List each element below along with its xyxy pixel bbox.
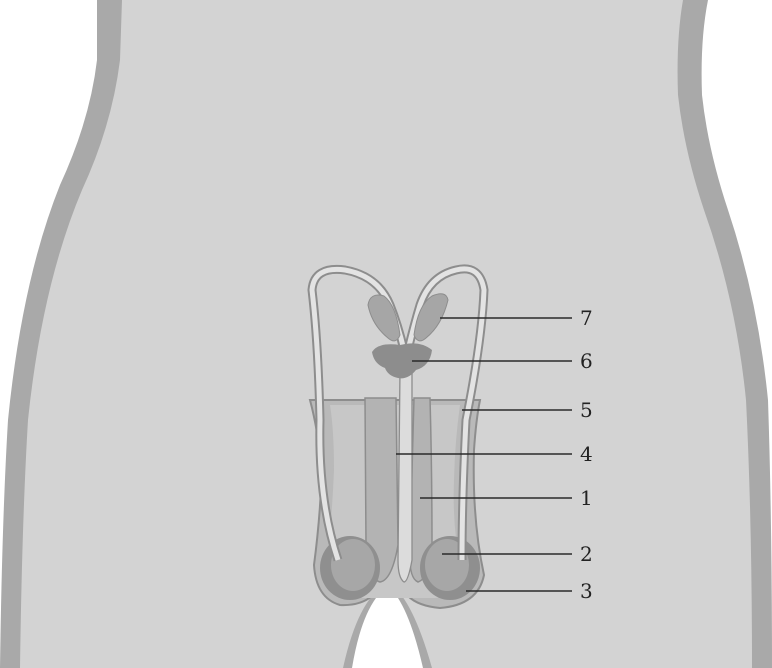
labels: 7 6 5 4 1 2 3 (580, 306, 593, 603)
label-7: 7 (580, 306, 593, 330)
label-2: 2 (580, 542, 593, 566)
urethra (398, 370, 412, 582)
label-5: 5 (580, 398, 593, 422)
label-4: 4 (580, 442, 593, 466)
label-3: 3 (580, 579, 593, 603)
label-1: 1 (580, 486, 593, 510)
label-6: 6 (580, 349, 593, 373)
